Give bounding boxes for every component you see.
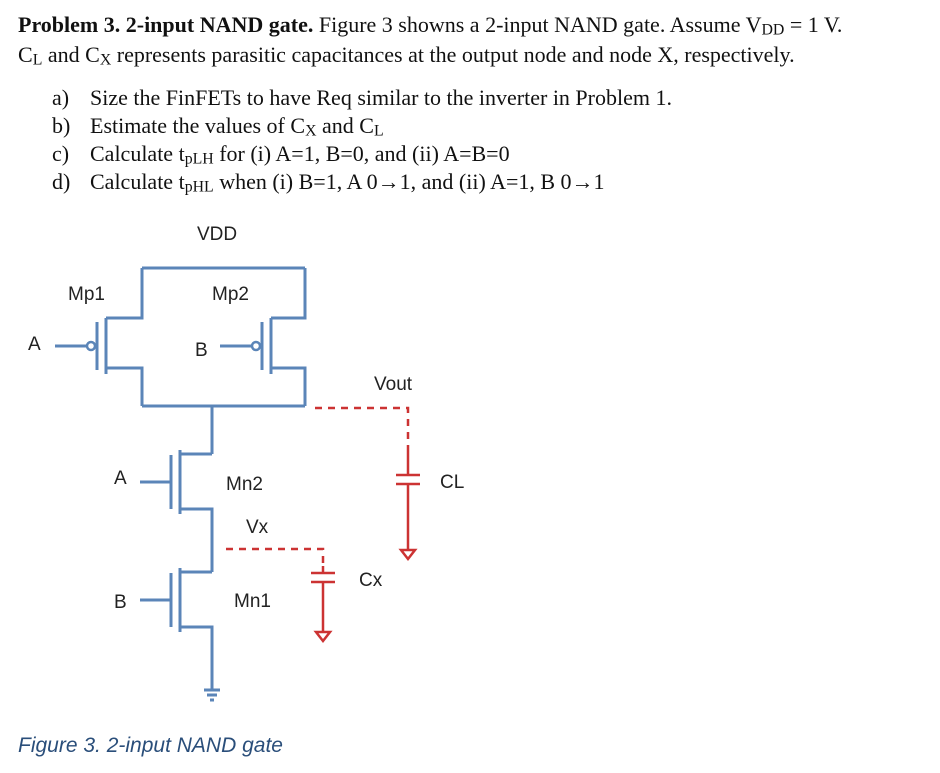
cl-symbol: C — [18, 42, 33, 67]
vdd-subscript: DD — [761, 21, 785, 39]
problem-line-2: CL and CX represents parasitic capacitan… — [18, 40, 928, 70]
problem-intro-text: Figure 3 showns a 2-input NAND gate. Ass… — [313, 12, 762, 37]
task-text-part: and C — [316, 113, 374, 138]
cx-symbol: and C — [42, 42, 100, 67]
vdd-label: VDD — [197, 224, 237, 245]
task-subscript: X — [305, 122, 317, 140]
task-marker: d) — [52, 169, 71, 194]
vout-dashed-connection — [315, 406, 410, 450]
task-subscript: L — [373, 122, 384, 140]
mn2-transistor — [140, 450, 214, 572]
task-marker: b) — [52, 113, 71, 138]
input-a-bottom-label: A — [114, 468, 127, 489]
task-subscript: pLH — [184, 150, 214, 168]
problem-heading: Problem 3. 2-input NAND gate. — [18, 12, 314, 37]
task-text-part: for (i) A=1, B=0, and (ii) A=B=0 — [213, 141, 510, 166]
cl-label: CL — [440, 472, 464, 493]
task-text-part: when (i) B=1, A 0→1, and (ii) A=1, B 0→1 — [213, 169, 605, 194]
task-item-d: d) Calculate tpHL when (i) B=1, A 0→1, a… — [52, 168, 912, 196]
task-marker: c) — [52, 141, 70, 166]
task-text-part: Estimate the values of C — [90, 113, 306, 138]
cx-capacitor — [311, 566, 335, 644]
problem-vdd-value: = 1 V. — [784, 12, 843, 37]
input-b-top-label: B — [195, 340, 208, 361]
cl-capacitor — [396, 450, 420, 562]
mp2-label: Mp2 — [212, 284, 249, 305]
input-b-bottom-label: B — [114, 592, 127, 613]
task-text: Calculate tpLH for (i) A=1, B=0, and (ii… — [90, 140, 510, 168]
cx-subscript: X — [99, 51, 112, 69]
vout-label: Vout — [374, 374, 413, 395]
vx-dashed-connection — [226, 547, 325, 566]
task-text: Size the FinFETs to have Req similar to … — [90, 85, 672, 110]
task-text: Calculate tpHL when (i) B=1, A 0→1, and … — [90, 168, 605, 196]
task-item-a: a) Size the FinFETs to have Req similar … — [52, 84, 912, 112]
mp1-label: Mp1 — [68, 284, 105, 305]
cx-label: Cx — [359, 570, 383, 591]
task-text: Estimate the values of CX and CL — [90, 112, 384, 140]
task-subscript: pHL — [184, 178, 214, 196]
mp1-transistor — [55, 268, 144, 406]
task-item-c: c) Calculate tpLH for (i) A=1, B=0, and … — [52, 140, 912, 168]
problem-line-1: Problem 3. 2-input NAND gate. Figure 3 s… — [18, 10, 928, 40]
task-marker: a) — [52, 85, 70, 110]
task-text-part: Calculate t — [90, 141, 185, 166]
vx-label: Vx — [246, 517, 269, 538]
mp2-transistor — [220, 268, 307, 406]
problem-statement: Problem 3. 2-input NAND gate. Figure 3 s… — [18, 10, 928, 70]
problem-capacitance-text: represents parasitic capacitances at the… — [111, 42, 795, 67]
task-list: a) Size the FinFETs to have Req similar … — [52, 84, 912, 196]
input-a-top-label: A — [28, 334, 41, 355]
ground-icon — [204, 688, 220, 702]
task-item-b: b) Estimate the values of CX and CL — [52, 112, 912, 140]
mn1-transistor — [140, 568, 214, 690]
mn1-label: Mn1 — [234, 591, 271, 612]
figure-caption: Figure 3. 2-input NAND gate — [18, 734, 283, 757]
cl-subscript: L — [32, 51, 43, 69]
task-text-part: Calculate t — [90, 169, 185, 194]
mn2-label: Mn2 — [226, 474, 263, 495]
